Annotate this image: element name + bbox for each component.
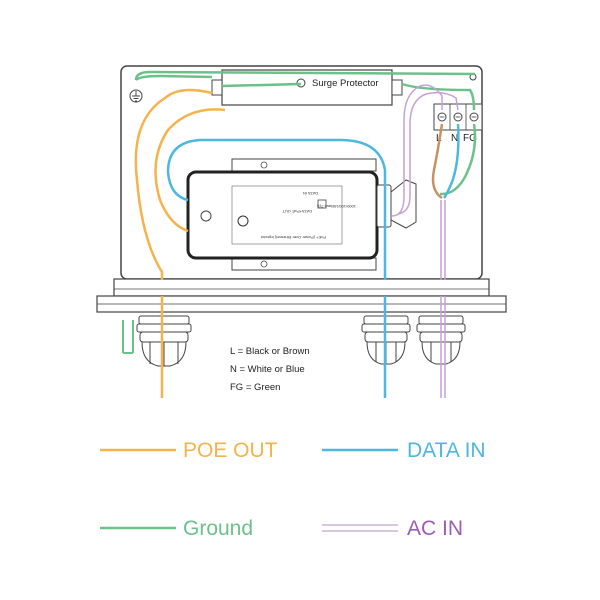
ground-symbol-icon	[129, 89, 143, 103]
terminal-label-fg: FG	[463, 133, 477, 144]
cable-gland-middle	[361, 315, 411, 365]
legend-label-ac-in: AC IN	[407, 517, 463, 540]
cable-gland-left	[136, 315, 192, 367]
injector-text-2: DATA+PoE OUT	[282, 209, 312, 214]
wires-ground	[134, 70, 477, 196]
legend: POE OUT DATA IN Ground AC IN	[100, 439, 486, 540]
enclosure-base	[96, 278, 507, 313]
surge-protector-label: Surge Protector	[312, 78, 379, 89]
ground-strap	[122, 320, 134, 354]
wires-data-in	[166, 138, 387, 398]
terminal-label-n: N	[451, 133, 458, 144]
poe-port-icon	[237, 215, 249, 227]
note-fg: FG = Green	[230, 382, 280, 393]
injector-text-4: 1000/100/10Base-T(I)	[316, 204, 356, 209]
legend-label-poe-out: POE OUT	[183, 439, 278, 462]
wire-brown	[431, 123, 444, 200]
poe-injector: PoE+ (Power Over Ethernet) Injector DATA…	[186, 158, 379, 271]
surge-protector: Surge Protector	[211, 69, 403, 106]
wires-ac-in	[391, 84, 459, 398]
note-l: L = Black or Brown	[230, 346, 310, 357]
legend-label-ground: Ground	[183, 517, 253, 540]
injector-text-1: PoE+ (Power Over Ethernet) Injector	[260, 235, 326, 240]
wire-blue-n	[443, 123, 460, 199]
injector-text-3: DATA IN	[303, 191, 318, 196]
note-n: N = White or Blue	[230, 364, 305, 375]
wires-poe-out	[134, 88, 226, 398]
legend-label-data-in: DATA IN	[407, 439, 486, 462]
